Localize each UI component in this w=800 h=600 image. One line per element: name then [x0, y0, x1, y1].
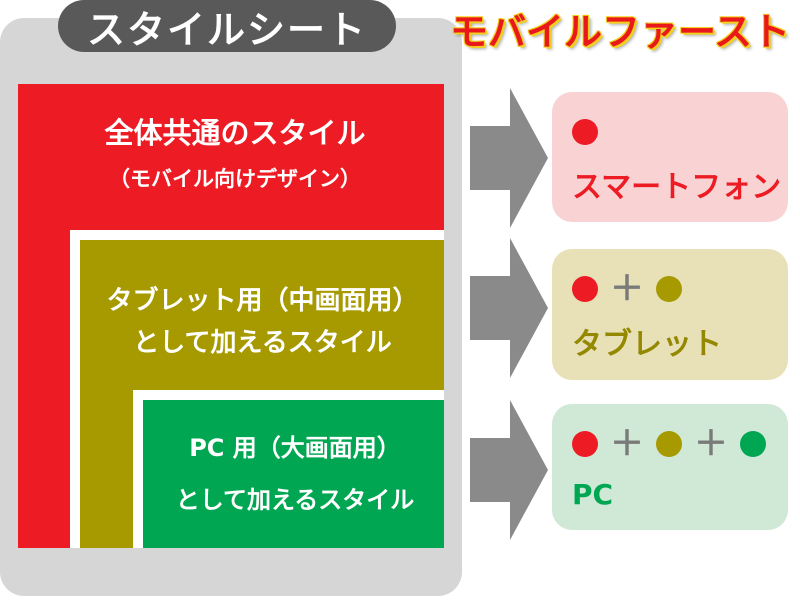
divider — [133, 390, 444, 400]
arrow-right-icon — [470, 88, 548, 228]
pc-style-block — [143, 400, 444, 548]
green-dot-icon — [740, 431, 766, 457]
tablet-style-title: タブレット用（中画面用） — [106, 286, 419, 316]
device-label: タブレット — [572, 327, 722, 362]
arrow-right-icon — [470, 400, 548, 540]
style-dots — [572, 116, 598, 148]
divider — [70, 230, 80, 548]
device-label: PC — [572, 478, 614, 511]
common-style-title: 全体共通のスタイル — [104, 116, 366, 150]
arrow-right-icon — [470, 238, 548, 378]
pc-style-subtitle: として加えるスタイル — [175, 486, 415, 514]
plus-icon: ＋ — [694, 424, 728, 464]
tablet-card: ＋ タブレット — [552, 249, 788, 380]
style-dots: ＋ — [572, 269, 682, 309]
divider — [70, 230, 444, 240]
common-style-subtitle: （モバイル向けデザイン） — [109, 167, 361, 191]
olive-dot-icon — [656, 276, 682, 302]
pc-card: ＋ ＋ PC — [552, 404, 788, 530]
smartphone-card: スマートフォン — [552, 92, 788, 222]
mobile-first-heading: モバイルファースト — [449, 9, 791, 54]
panel-title: スタイルシート — [58, 0, 396, 52]
red-dot-icon — [572, 431, 598, 457]
device-label: スマートフォン — [572, 170, 782, 205]
olive-dot-icon — [656, 431, 682, 457]
tablet-style-subtitle: として加えるスタイル — [133, 328, 392, 358]
plus-icon: ＋ — [610, 424, 644, 464]
pc-style-title: PC 用（大画面用） — [189, 434, 401, 462]
red-dot-icon — [572, 119, 598, 145]
divider — [133, 390, 143, 548]
style-dots: ＋ ＋ — [572, 424, 766, 464]
red-dot-icon — [572, 276, 598, 302]
plus-icon: ＋ — [610, 269, 644, 309]
